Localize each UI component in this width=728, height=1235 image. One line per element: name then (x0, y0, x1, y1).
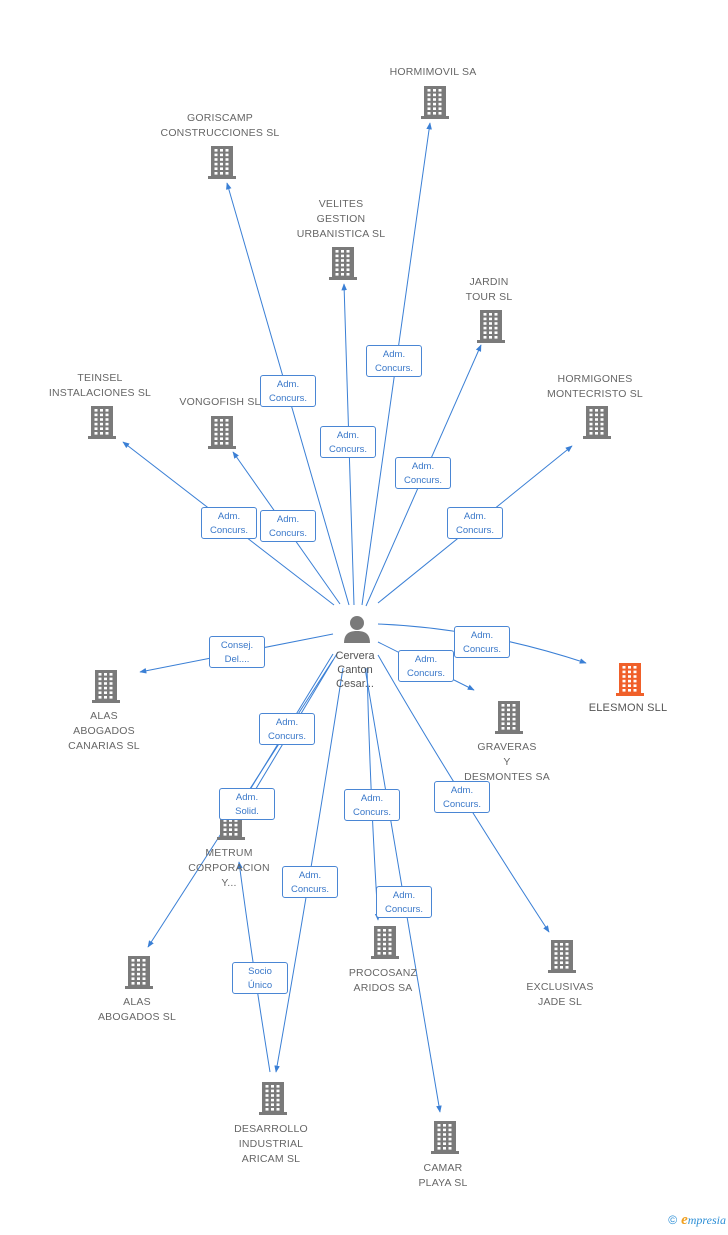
node-hormimovil[interactable] (420, 85, 450, 124)
edge-label-graveras[interactable]: Adm. Concurs. (398, 650, 454, 682)
building-icon (208, 146, 236, 179)
edge-label-hormigones[interactable]: Adm. Concurs. (447, 507, 503, 539)
building-icon (259, 1082, 287, 1115)
edge-label-exclusivas[interactable]: Adm. Concurs. (434, 781, 490, 813)
building-icon (92, 670, 120, 703)
node-camar[interactable] (430, 1120, 460, 1159)
copyright-symbol: © (668, 1213, 678, 1227)
center-person[interactable] (343, 614, 371, 644)
building-icon (421, 86, 449, 119)
edge-label-metrum[interactable]: Adm. Concurs. (259, 713, 315, 745)
node-label-jardin[interactable]: JARDIN TOUR SL (465, 276, 513, 303)
building-icon (371, 926, 399, 959)
brand-logo-initial: e (681, 1212, 688, 1228)
edge-label-elesmon[interactable]: Adm. Concurs. (454, 626, 510, 658)
building-icon (431, 1121, 459, 1154)
building-icon (208, 416, 236, 449)
node-graveras[interactable] (494, 700, 524, 739)
node-label-alas_canarias[interactable]: ALAS ABOGADOS CANARIAS SL (68, 710, 140, 752)
node-vongofish[interactable] (207, 415, 237, 454)
edge-label-metrum_from_desarrollo[interactable]: Socio Único (232, 962, 288, 994)
node-label-elesmon[interactable]: ELESMON SLL (588, 702, 668, 714)
building-icon (583, 406, 611, 439)
node-label-exclusivas[interactable]: EXCLUSIVAS JADE SL (526, 981, 594, 1008)
edge-label-alas[interactable]: Adm. Solid. (219, 788, 275, 820)
building-icon (329, 247, 357, 280)
node-label-velites[interactable]: VELITES GESTION URBANISTICA SL (296, 198, 386, 240)
node-label-camar[interactable]: CAMAR PLAYA SL (418, 1162, 468, 1189)
center-person-label: Cervera Canton Cesar... (335, 650, 375, 690)
building-icon (616, 663, 644, 696)
edge-label-camar[interactable]: Adm. Concurs. (376, 886, 432, 918)
node-jardin[interactable] (476, 309, 506, 348)
edge-label-velites[interactable]: Adm. Concurs. (320, 426, 376, 458)
node-velites[interactable] (328, 246, 358, 285)
building-icon (548, 940, 576, 973)
person-icon (344, 616, 370, 643)
node-hormigones[interactable] (582, 405, 612, 444)
building-icon (495, 701, 523, 734)
node-label-teinsel[interactable]: TEINSEL INSTALACIONES SL (48, 372, 152, 399)
node-label-procosanz[interactable]: PROCOSANZ ARIDOS SA (348, 967, 418, 994)
edge-label-goriscamp[interactable]: Adm. Concurs. (260, 375, 316, 407)
node-label-metrum[interactable]: METRUM CORPORACION Y... (188, 847, 270, 889)
node-exclusivas[interactable] (547, 939, 577, 978)
node-label-hormimovil[interactable]: HORMIMOVIL SA (389, 66, 477, 78)
node-label-goriscamp[interactable]: GORISCAMP CONSTRUCCIONES SL (160, 112, 280, 139)
footer-brand[interactable]: ©empresia (668, 1212, 726, 1229)
brand-logo-text: mpresia (687, 1213, 726, 1227)
building-icon (125, 956, 153, 989)
edge-label-vongofish[interactable]: Adm. Concurs. (260, 510, 316, 542)
node-label-graveras[interactable]: GRAVERAS Y DESMONTES SA (464, 741, 550, 783)
node-label-hormigones[interactable]: HORMIGONES MONTECRISTO SL (547, 373, 643, 400)
node-goriscamp[interactable] (207, 145, 237, 184)
edge-label-alas_canarias[interactable]: Consej. Del.... (209, 636, 265, 668)
edge-label-jardin[interactable]: Adm. Concurs. (395, 457, 451, 489)
node-procosanz[interactable] (370, 925, 400, 964)
edge-label-teinsel[interactable]: Adm. Concurs. (201, 507, 257, 539)
edge-label-hormimovil[interactable]: Adm. Concurs. (366, 345, 422, 377)
building-icon (477, 310, 505, 343)
node-teinsel[interactable] (87, 405, 117, 444)
node-desarrollo[interactable] (258, 1081, 288, 1120)
node-label-desarrollo[interactable]: DESARROLLO INDUSTRIAL ARICAM SL (234, 1123, 308, 1165)
node-alas_canarias[interactable] (91, 669, 121, 708)
node-alas[interactable] (124, 955, 154, 994)
building-icon (88, 406, 116, 439)
edge-camar (364, 667, 442, 1113)
node-label-vongofish[interactable]: VONGOFISH SL (179, 396, 261, 408)
edge-label-desarrollo[interactable]: Adm. Concurs. (282, 866, 338, 898)
node-elesmon[interactable] (615, 662, 645, 701)
node-label-alas[interactable]: ALAS ABOGADOS SL (97, 996, 177, 1023)
edge-label-procosanz[interactable]: Adm. Concurs. (344, 789, 400, 821)
